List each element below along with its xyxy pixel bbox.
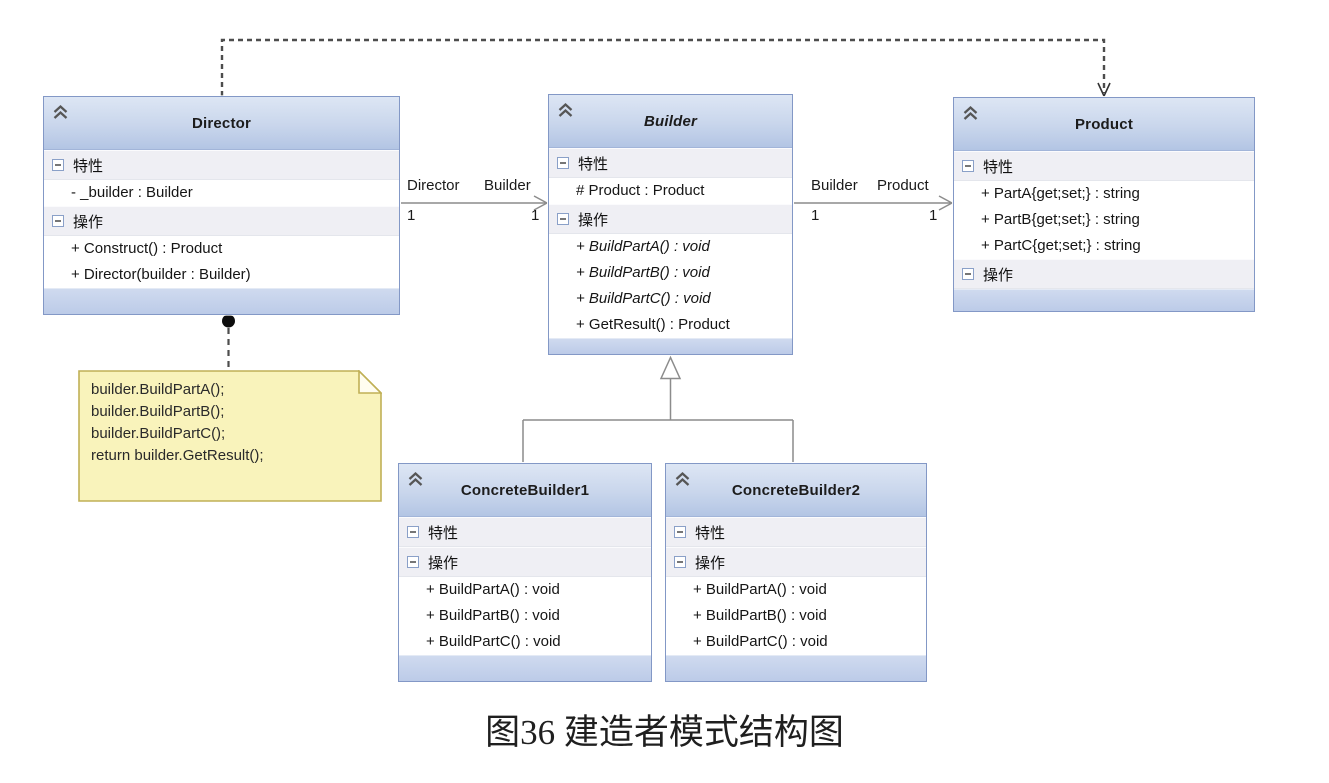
operations-label: 操作 <box>578 211 609 229</box>
operations-section-header: 操作 <box>549 204 792 234</box>
operations-section-header: 操作 <box>954 259 1254 289</box>
attributes-section-header: 特性 <box>954 151 1254 181</box>
inheritance-concretebuilders-builder <box>522 355 794 462</box>
collapse-chevron-icon[interactable] <box>556 102 575 119</box>
attribute-row: + PartC{get;set;} : string <box>954 233 1254 259</box>
assoc-target-role-label: Builder <box>484 177 531 194</box>
collapse-chevron-icon[interactable] <box>406 471 425 488</box>
collapse-minus-icon[interactable] <box>962 160 974 172</box>
attributes-label: 特性 <box>695 524 726 542</box>
class-title: Product <box>1074 115 1134 133</box>
class-title: Builder <box>643 112 698 130</box>
operations-label: 操作 <box>428 554 459 572</box>
class-title: ConcreteBuilder2 <box>731 481 861 499</box>
assoc-source-multiplicity: 1 <box>811 207 820 224</box>
association-director-builder <box>401 195 548 211</box>
operations-label: 操作 <box>73 213 104 231</box>
attributes-section-header: 特性 <box>44 150 399 180</box>
collapse-chevron-icon[interactable] <box>673 471 692 488</box>
operations-label: 操作 <box>983 266 1014 284</box>
attributes-section-header: 特性 <box>666 517 926 547</box>
assoc-source-multiplicity: 1 <box>407 207 416 224</box>
association-builder-product <box>794 195 953 211</box>
note-line: builder.BuildPartC(); <box>91 425 226 442</box>
operations-section-header: 操作 <box>399 547 651 577</box>
attributes-section-header: 特性 <box>399 517 651 547</box>
attributes-label: 特性 <box>428 524 459 542</box>
figure-caption: 图36 建造者模式结构图 <box>485 713 844 752</box>
operation-row: + BuildPartB() : void <box>549 260 792 286</box>
class-product[interactable]: Product 特性 + PartA{get;set;} : string + … <box>953 97 1255 312</box>
class-product-header: Product <box>954 98 1254 151</box>
collapse-minus-icon[interactable] <box>52 159 64 171</box>
class-concretebuilder2[interactable]: ConcreteBuilder2 特性 操作 + BuildPartA() : … <box>665 463 927 682</box>
assoc-target-role-label: Product <box>877 177 929 194</box>
operation-row: + Construct() : Product <box>44 236 399 262</box>
note-connector <box>222 314 235 369</box>
code-note[interactable]: builder.BuildPartA(); builder.BuildPartB… <box>78 370 382 502</box>
class-footer-strip <box>666 655 926 681</box>
operation-row: + BuildPartC() : void <box>666 629 926 655</box>
operation-row: + BuildPartC() : void <box>549 286 792 312</box>
class-footer-strip <box>399 655 651 681</box>
attribute-row: + PartB{get;set;} : string <box>954 207 1254 233</box>
note-text: builder.BuildPartA(); builder.BuildPartB… <box>91 379 352 467</box>
note-line: return builder.GetResult(); <box>91 447 264 464</box>
collapse-minus-icon[interactable] <box>407 526 419 538</box>
assoc-source-role-label: Builder <box>811 177 858 194</box>
class-footer-strip <box>549 338 792 354</box>
class-concretebuilder1[interactable]: ConcreteBuilder1 特性 操作 + BuildPartA() : … <box>398 463 652 682</box>
attributes-label: 特性 <box>73 157 104 175</box>
note-line: builder.BuildPartA(); <box>91 381 225 398</box>
class-builder[interactable]: Builder 特性 # Product : Product 操作 + Buil… <box>548 94 793 355</box>
class-concretebuilder2-header: ConcreteBuilder2 <box>666 464 926 517</box>
class-builder-header: Builder <box>549 95 792 148</box>
class-footer-strip <box>954 289 1254 311</box>
operations-section-header: 操作 <box>666 547 926 577</box>
collapse-minus-icon[interactable] <box>674 556 686 568</box>
operation-row: + BuildPartC() : void <box>399 629 651 655</box>
class-title: ConcreteBuilder1 <box>460 481 590 499</box>
class-footer-strip <box>44 288 399 314</box>
dependency-director-product <box>220 38 1111 97</box>
assoc-target-multiplicity: 1 <box>531 207 540 224</box>
collapse-minus-icon[interactable] <box>962 268 974 280</box>
assoc-source-role-label: Director <box>407 177 460 194</box>
operation-row: + BuildPartA() : void <box>549 234 792 260</box>
attributes-label: 特性 <box>578 155 609 173</box>
note-line: builder.BuildPartB(); <box>91 403 225 420</box>
class-concretebuilder1-header: ConcreteBuilder1 <box>399 464 651 517</box>
operations-section-header: 操作 <box>44 206 399 236</box>
attributes-section-header: 特性 <box>549 148 792 178</box>
operation-row: + BuildPartB() : void <box>399 603 651 629</box>
operation-row: + Director(builder : Builder) <box>44 262 399 288</box>
collapse-chevron-icon[interactable] <box>51 104 70 121</box>
collapse-minus-icon[interactable] <box>407 556 419 568</box>
operations-label: 操作 <box>695 554 726 572</box>
attributes-label: 特性 <box>983 158 1014 176</box>
note-shape <box>78 370 382 502</box>
class-director[interactable]: Director 特性 - _builder : Builder 操作 + Co… <box>43 96 400 315</box>
collapse-minus-icon[interactable] <box>557 213 569 225</box>
class-director-header: Director <box>44 97 399 150</box>
class-title: Director <box>191 114 252 132</box>
operation-row: + GetResult() : Product <box>549 312 792 338</box>
operation-row: + BuildPartA() : void <box>399 577 651 603</box>
collapse-minus-icon[interactable] <box>557 157 569 169</box>
collapse-minus-icon[interactable] <box>674 526 686 538</box>
collapse-minus-icon[interactable] <box>52 215 64 227</box>
assoc-target-multiplicity: 1 <box>929 207 938 224</box>
attribute-row: + PartA{get;set;} : string <box>954 181 1254 207</box>
attribute-row: - _builder : Builder <box>44 180 399 206</box>
operation-row: + BuildPartA() : void <box>666 577 926 603</box>
attribute-row: # Product : Product <box>549 178 792 204</box>
operation-row: + BuildPartB() : void <box>666 603 926 629</box>
collapse-chevron-icon[interactable] <box>961 105 980 122</box>
